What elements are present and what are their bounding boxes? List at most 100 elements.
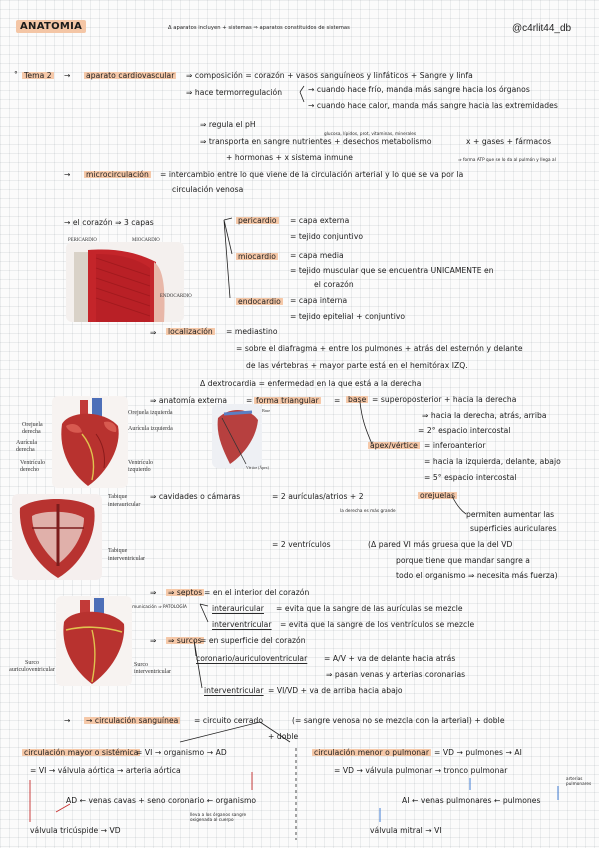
mitral-line: válvula mitral → VI	[370, 826, 442, 835]
vent-a: (Δ pared VI más gruesa que la del VD	[368, 540, 513, 549]
arrow-glyph: ⇒	[150, 588, 157, 597]
fig-label-surco-iv: Surco interventricular	[134, 662, 171, 675]
mio-b: = tejido muscular que se encuentra UNICA…	[290, 266, 494, 275]
note-glucosa: glucosa, lípidos, prot, vitaminas, miner…	[324, 131, 417, 136]
base-a: = superoposterior + hacia la derecha	[372, 395, 517, 404]
base-b: ⇒ hacia la derecha, atrás, arriba	[422, 411, 547, 420]
vent-c: todo el organismo ⇒ necesita más fuerza)	[396, 571, 558, 580]
line-micro: = intercambio entre lo que viene de la c…	[160, 170, 464, 179]
figure-base-apex	[212, 404, 262, 468]
mio-a: = capa media	[290, 251, 344, 260]
loc-c: de las vértebras + mayor parte está en e…	[246, 361, 468, 370]
fig-label-auricula-izq: Aurícula izquierda	[128, 426, 173, 432]
line-cavidades: ⇒ cavidades o cámaras	[150, 492, 241, 501]
section-localizacion: localización	[166, 327, 215, 336]
line-hormonas: + hormonas + x sistema inmune	[226, 153, 353, 162]
eq-glyph: =	[334, 396, 341, 405]
fig-label-ventriculo-izq: Ventrículo izquierdo	[128, 460, 153, 473]
endo-b: = tejido epitelial + conjuntivo	[290, 312, 406, 321]
loc-b: = sobre el diafragma + entre los pulmone…	[236, 344, 523, 353]
arrow-glyph: →	[64, 716, 71, 725]
label-coronario: coronario/auriculoventricular	[196, 654, 308, 663]
fig-label-base: Base	[262, 408, 271, 413]
note-organismo: lleva a los órganos sangre oxigenada al …	[190, 812, 247, 822]
orej-a: permiten aumentar las	[466, 510, 555, 519]
topic-bullet: °	[14, 70, 18, 79]
layer-endocardio: endocardio	[236, 297, 283, 306]
section-microcirculacion: microcirculación	[84, 170, 151, 179]
fig-label-surco-av: Surco auriculoventricular	[9, 660, 55, 673]
line-anatomia: ⇒ anatomía externa	[150, 396, 228, 405]
line-ventriculos: = 2 ventrículos	[272, 540, 331, 549]
mayor-b: = VI → válvula aórtica → arteria aórtica	[30, 766, 181, 775]
label-interventricular: interventricular	[212, 620, 272, 629]
line-termorregulacion: ⇒ hace termorregulación	[186, 88, 283, 97]
label-interventricular-2: interventricular	[204, 686, 264, 695]
ad-line: AD ← venas cavas + seno coronario ← orga…	[66, 796, 257, 805]
line-micro-2: circulación venosa	[172, 185, 244, 194]
author-handle: @c4rlit44_db	[512, 23, 572, 34]
section-septos: ⇒ septos	[166, 588, 205, 597]
coronario-b: ⇒ pasan venas y arterias coronarias	[326, 670, 466, 679]
forma-triangular: forma triangular	[254, 396, 321, 405]
note-arterias-pulmonares: arterias pulmonares	[566, 776, 592, 786]
figure-heart-sulci	[56, 596, 132, 686]
fig-label-tabique-interventricular: Tabique interventricular	[108, 548, 145, 562]
arrow-glyph: →	[64, 71, 71, 80]
interven-a: = evita que la sangre de los ventrículos…	[280, 620, 475, 629]
surcos-a: = en superficie del corazón	[200, 636, 306, 645]
line-composicion: ⇒ composición = corazón + vasos sanguíne…	[186, 71, 473, 80]
circ-c: + doble	[268, 732, 299, 741]
fig-label-orejuela-der: Orejuela derecha	[22, 422, 43, 435]
section-surcos: ⇒ surcos	[166, 636, 204, 645]
interventr2-a: = VI/VD + va de arriba hacia abajo	[268, 686, 403, 695]
header-subtitle: Δ aparatos incluyen + sistemas ⇒ aparato…	[168, 25, 350, 31]
peri-b: = tejido conjuntivo	[290, 232, 364, 241]
interau-a: = evita que la sangre de las aurículas s…	[276, 604, 463, 613]
line-ph: ⇒ regula el pH	[200, 120, 256, 129]
label-circ-mayor: circulación mayor o sistémica	[22, 748, 141, 757]
fig-label-endocardio: ENDOCARDIO	[160, 294, 192, 299]
label-apex: ápex/vértice	[368, 441, 420, 450]
layer-miocardio: miocardio	[236, 252, 278, 261]
fig-label-pericardio: PERICARDIO	[68, 238, 97, 243]
fig-label-miocardio: MIOCARDIO	[132, 238, 160, 243]
vent-b: porque tiene que mandar sangre a	[396, 556, 530, 565]
septos-a: = en el interior del corazón	[204, 588, 310, 597]
line-corazon: → el corazón ⇒ 3 capas	[64, 218, 154, 227]
fig-label-tabique-interauricular: Tabique interauricular	[108, 494, 141, 508]
line-dextrocardia: Δ dextrocardia = enfermedad en la que es…	[200, 379, 422, 388]
label-base: base	[346, 395, 369, 404]
apex-b: = hacia la izquierda, delante, abajo	[424, 457, 561, 466]
orej-b: superficies auriculares	[470, 524, 557, 533]
peri-a: = capa externa	[290, 216, 350, 225]
fig-label-vertice: Vértice (Ápex)	[246, 466, 269, 470]
arrow-glyph: →	[64, 170, 71, 179]
mayor-a: = VI → organismo → AD	[136, 748, 227, 757]
menor-b: = VD → válvula pulmonar → tronco pulmona…	[334, 766, 508, 775]
eq-glyph: =	[246, 396, 253, 405]
circ-a: = circuito cerrado	[194, 716, 264, 725]
figure-heart-septa	[12, 494, 102, 580]
note-forma: ⇒ forma ATP que se lo da al pulmón y lle…	[458, 157, 556, 162]
topic-label: Tema 2	[22, 71, 54, 80]
circ-b: (= sangre venosa no se mezcla con la art…	[292, 716, 505, 725]
fig-label-orejuela-izq: Orejuela izquierda	[128, 410, 173, 416]
line-gases: x + gases + fármacos	[466, 137, 552, 146]
base-c: = 2° espacio intercostal	[418, 426, 511, 435]
fig-label-ventriculo-der: Ventrículo derecho	[20, 460, 45, 473]
loc-a: = mediastino	[226, 327, 278, 336]
label-interauricular: interauricular	[212, 604, 264, 613]
section-circulacion: → circulación sanguínea	[84, 716, 181, 725]
cav-a: = 2 aurículas/atrios + 2	[272, 492, 364, 501]
note-comunicacion: Δ si comunicación ⇒ PATOLOGÍA	[118, 604, 187, 609]
figure-heart-layers	[66, 242, 184, 322]
mio-c: el corazón	[314, 280, 354, 289]
arrow-glyph: ⇒	[150, 636, 157, 645]
label-orejuelas: orejuelas	[418, 491, 458, 500]
line-transporta: ⇒ transporta en sangre nutrientes + dese…	[200, 137, 432, 146]
figure-heart-external	[52, 396, 128, 488]
apex-c: = 5° espacio intercostal	[424, 473, 517, 482]
arrow-glyph: ⇒	[150, 328, 157, 337]
ai-line: AI ← venas pulmonares ← pulmones	[402, 796, 541, 805]
